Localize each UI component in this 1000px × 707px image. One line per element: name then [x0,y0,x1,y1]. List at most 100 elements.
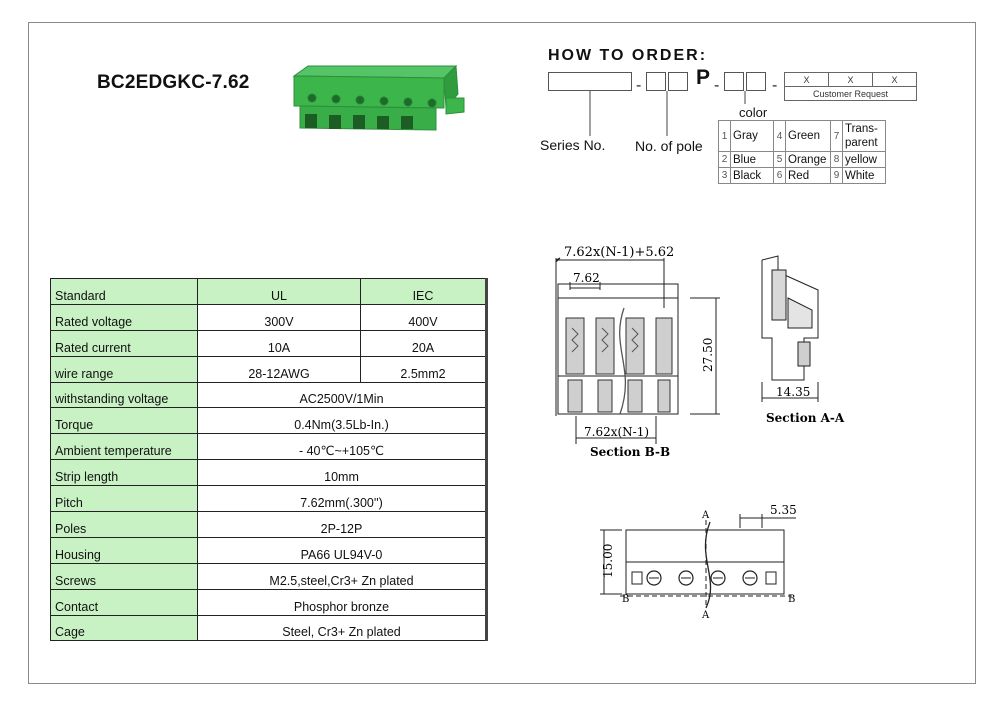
spec-value: - 40℃~+105℃ [197,433,488,461]
color-num: 2 [718,151,731,168]
spec-iec-value: 400V [360,303,488,331]
spec-value: Steel, Cr3+ Zn plated [197,614,488,642]
color-box-2 [746,72,766,91]
spec-label: withstanding voltage [50,381,198,409]
color-num: 6 [773,167,786,184]
color-name: Gray [730,120,774,152]
dash-3: - [772,77,778,94]
pole-box-2 [668,72,688,91]
color-num: 4 [773,120,786,152]
color-name: Green [785,120,831,152]
spec-label: Housing [50,536,198,564]
spec-value: 0.4Nm(3.5Lb-In.) [197,407,488,435]
series-box [548,72,632,91]
color-name: yellow [842,151,886,168]
spec-iec-value: 2.5mm2 [360,355,488,383]
color-name: Blue [730,151,774,168]
color-name: White [842,167,886,184]
dash-1: - [636,77,642,94]
spec-label: wire range [50,355,198,383]
spec-value: 7.62mm(.300'') [197,485,488,513]
spec-value: M2.5,steel,Cr3+ Zn plated [197,562,488,590]
spec-ul-header: UL [197,278,361,305]
plan-view-drawing: 15.00 5.35 A A B B [596,503,797,621]
spec-label: Rated voltage [50,303,198,331]
height-dim: 27.50 [701,338,715,372]
color-num: 5 [773,151,786,168]
spec-value: Phosphor bronze [197,588,488,616]
color-num: 8 [830,151,843,168]
spec-label: Rated current [50,329,198,357]
color-num: 7 [830,120,843,152]
section-aa-drawing: 14.35 Section A-A [748,252,845,425]
section-aa-label: Section A-A [766,411,845,425]
spec-ul-value: 10A [197,329,361,357]
marker-a-top: A [701,510,710,521]
series-label: Series No. [540,137,606,153]
product-image [292,64,465,131]
spec-iec-value: 20A [360,329,488,357]
spec-label: Poles [50,511,198,538]
color-label: color [739,105,768,120]
p-mark: P [696,66,711,89]
color-name: Orange [785,151,831,168]
dash-2: - [714,77,720,94]
color-code-table: 1 Gray 4 Green 7 Trans-parent 2 Blue 5 O… [718,120,886,184]
part-number-title: BC2EDGKC-7.62 [97,72,250,93]
how-to-order: HOW TO ORDER: - P - - X X X Customer Req… [540,44,960,244]
marker-a-bottom: A [701,610,710,621]
spec-value: 2P-12P [197,511,488,538]
pole-label: No. of pole [635,138,703,154]
spec-label: Standard [50,278,198,305]
spec-value: 10mm [197,459,488,487]
pole-box-1 [646,72,666,91]
front-bottom-dim: 7.62x(N-1) [584,425,649,439]
spec-value: AC2500V/1Min [197,381,488,409]
pitch-dim: 7.62 [573,271,600,285]
side-width-dim: 14.35 [776,385,810,399]
spec-label: Ambient temperature [50,433,198,461]
how-to-order-title: HOW TO ORDER: [548,47,708,64]
color-num: 1 [718,120,731,152]
section-bb-drawing: 7.62x(N-1)+5.62 7.62 27.50 7.62x(N-1) Se… [540,245,740,459]
spec-ul-value: 300V [197,303,361,331]
spec-row: Ambient temperature- 40℃~+105℃ [50,433,488,461]
plan-width-dim: 5.35 [770,503,797,517]
marker-b-left: B [622,594,629,605]
marker-b-right: B [788,594,795,605]
customer-request-table: X X X Customer Request [784,72,917,101]
color-name: Black [730,167,774,184]
spec-value: PA66 UL94V-0 [197,536,488,564]
spec-label: Strip length [50,459,198,487]
spec-iec-header: IEC [360,278,488,305]
order-leader-lines [540,44,960,244]
spec-ul-value: 28-12AWG [197,355,361,383]
datasheet-border [28,22,976,684]
color-name: Red [785,167,831,184]
spec-label: Pitch [50,485,198,513]
color-num: 3 [718,167,731,184]
section-bb-label: Section B-B [590,445,670,459]
color-name: Trans-parent [842,120,886,152]
spec-label: Torque [50,407,198,435]
spec-label: Contact [50,588,198,616]
front-top-dim: 7.62x(N-1)+5.62 [564,245,674,260]
color-num: 9 [830,167,843,184]
spec-label: Cage [50,614,198,642]
customer-request-label: Customer Request [784,86,917,101]
spec-label: Screws [50,562,198,590]
